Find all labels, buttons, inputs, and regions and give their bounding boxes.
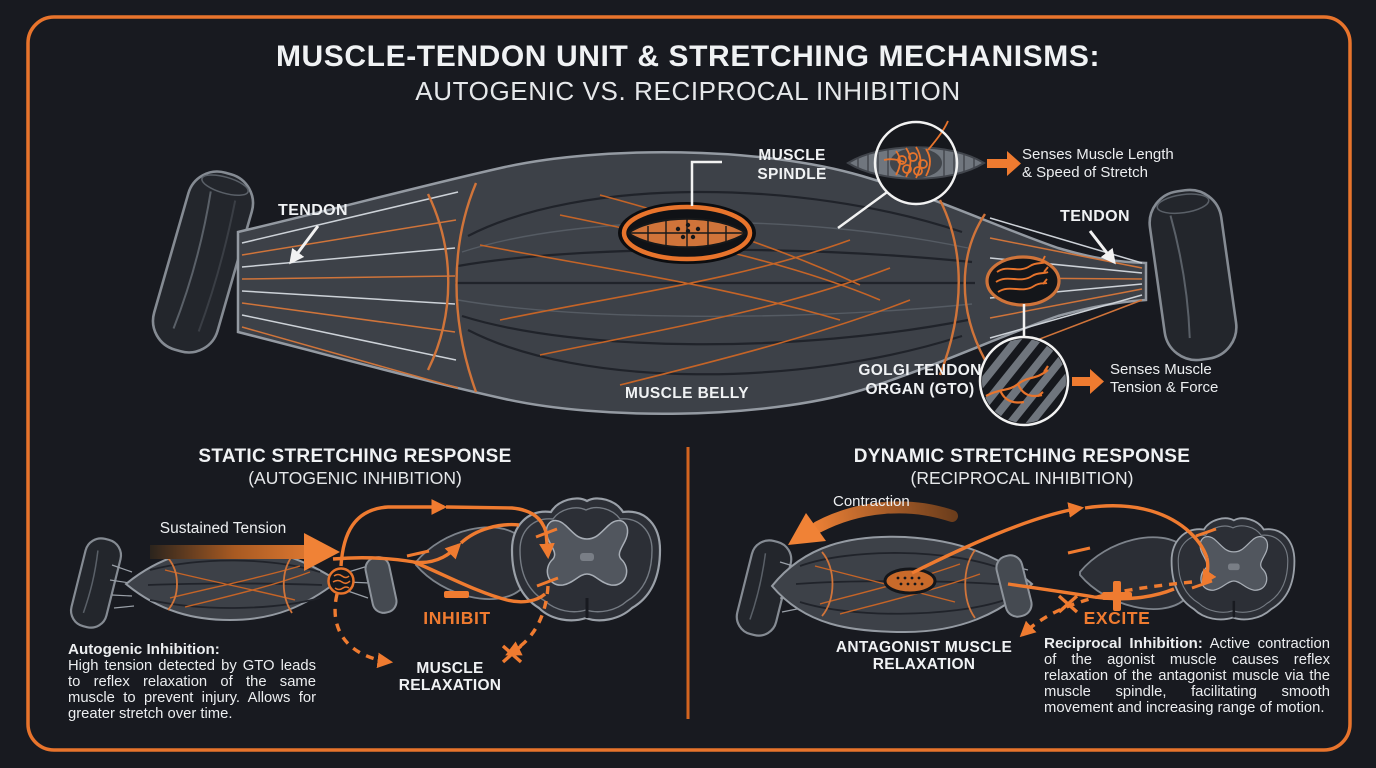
gto-label: GOLGI TENDON ORGAN (GTO) [858,362,982,398]
dynamic-panel-subtitle: (RECIPROCAL INHIBITION) [910,468,1134,488]
frame-border [26,15,1352,752]
muscle-spindle-oval [618,202,756,264]
muscle-fibers [454,190,975,386]
autogenic-note-title: Autogenic Inhibition: [68,641,220,658]
gto-note: Senses Muscle Tension & Force [1110,361,1219,396]
static-panel-title: STATIC STRETCHING RESPONSE [198,446,512,467]
muscle-belly-label: MUSCLE BELLY [625,385,749,402]
static-panel-subtitle: (AUTOGENIC INHIBITION) [248,468,462,488]
spindle-note-arrow-icon [987,151,1021,176]
pointer-lines [690,160,1026,337]
static-reflex-circuit [332,499,559,669]
antagonist-relaxation-label: ANTAGONIST MUSCLE RELAXATION [835,639,1013,673]
dynamic-reflex-circuit [911,502,1217,638]
spindle-inset-circle [846,120,986,206]
dynamic-panel-title: DYNAMIC STRETCHING RESPONSE [853,446,1191,467]
excite-label: EXCITE [1083,608,1151,628]
contraction-arrow-icon [788,501,958,545]
tendon-right-arrow-icon [1088,230,1116,265]
dynamic-muscle-fibers [795,549,1009,619]
tendon-right-label: TENDON [1060,208,1130,225]
sustained-tension-arrow-icon [150,533,340,571]
main-subtitle: AUTOGENIC VS. RECIPROCAL INHIBITION [415,76,961,106]
inhibit-label: INHIBIT [423,608,491,628]
dynamic-panel-illustration [735,501,1296,638]
autogenic-note: Autogenic Inhibition: High tension detec… [68,641,316,723]
muscle-spindle-note: Senses Muscle Length & Speed of Stretch [1022,146,1174,181]
gto-note-arrow-icon [1072,369,1104,394]
contraction-label: Contraction [833,493,910,510]
fascia-curves [426,182,987,393]
static-gto-circle [327,567,355,595]
dynamic-spindle-oval [883,567,937,595]
muscle-spindle-label: MUSCLE SPINDLE [757,147,827,183]
right-bone [1148,188,1238,362]
excite-plus-icon [1102,581,1132,611]
tendon-left-arrow-icon [289,225,320,265]
static-bone [69,537,123,629]
inhibit-minus-icon [444,591,469,598]
static-tendon-piece [364,556,398,614]
static-panel-illustration [69,496,662,669]
tendon-left-label: TENDON [278,202,348,219]
reciprocal-note-title: Reciprocal Inhibition: [1044,635,1203,652]
autogenic-note-body: High tension detected by GTO leads to re… [68,658,316,722]
main-title: MUSCLE-TENDON UNIT & STRETCHING MECHANIS… [275,40,1101,73]
static-muscle-fibers [147,555,323,614]
gto-oval [985,255,1061,307]
reciprocal-note-body: Active contraction of the agonist muscle… [1044,636,1330,716]
gto-inset-circle [978,335,1070,427]
sustained-tension-label: Sustained Tension [159,520,287,537]
main-muscle-tendon-unit [151,120,1238,427]
muscle-relaxation-label: MUSCLE RELAXATION [398,660,502,694]
left-tendon-fibers [241,191,459,389]
reciprocal-note: Reciprocal Inhibition: Active contractio… [1044,635,1330,717]
left-bone [151,170,255,354]
